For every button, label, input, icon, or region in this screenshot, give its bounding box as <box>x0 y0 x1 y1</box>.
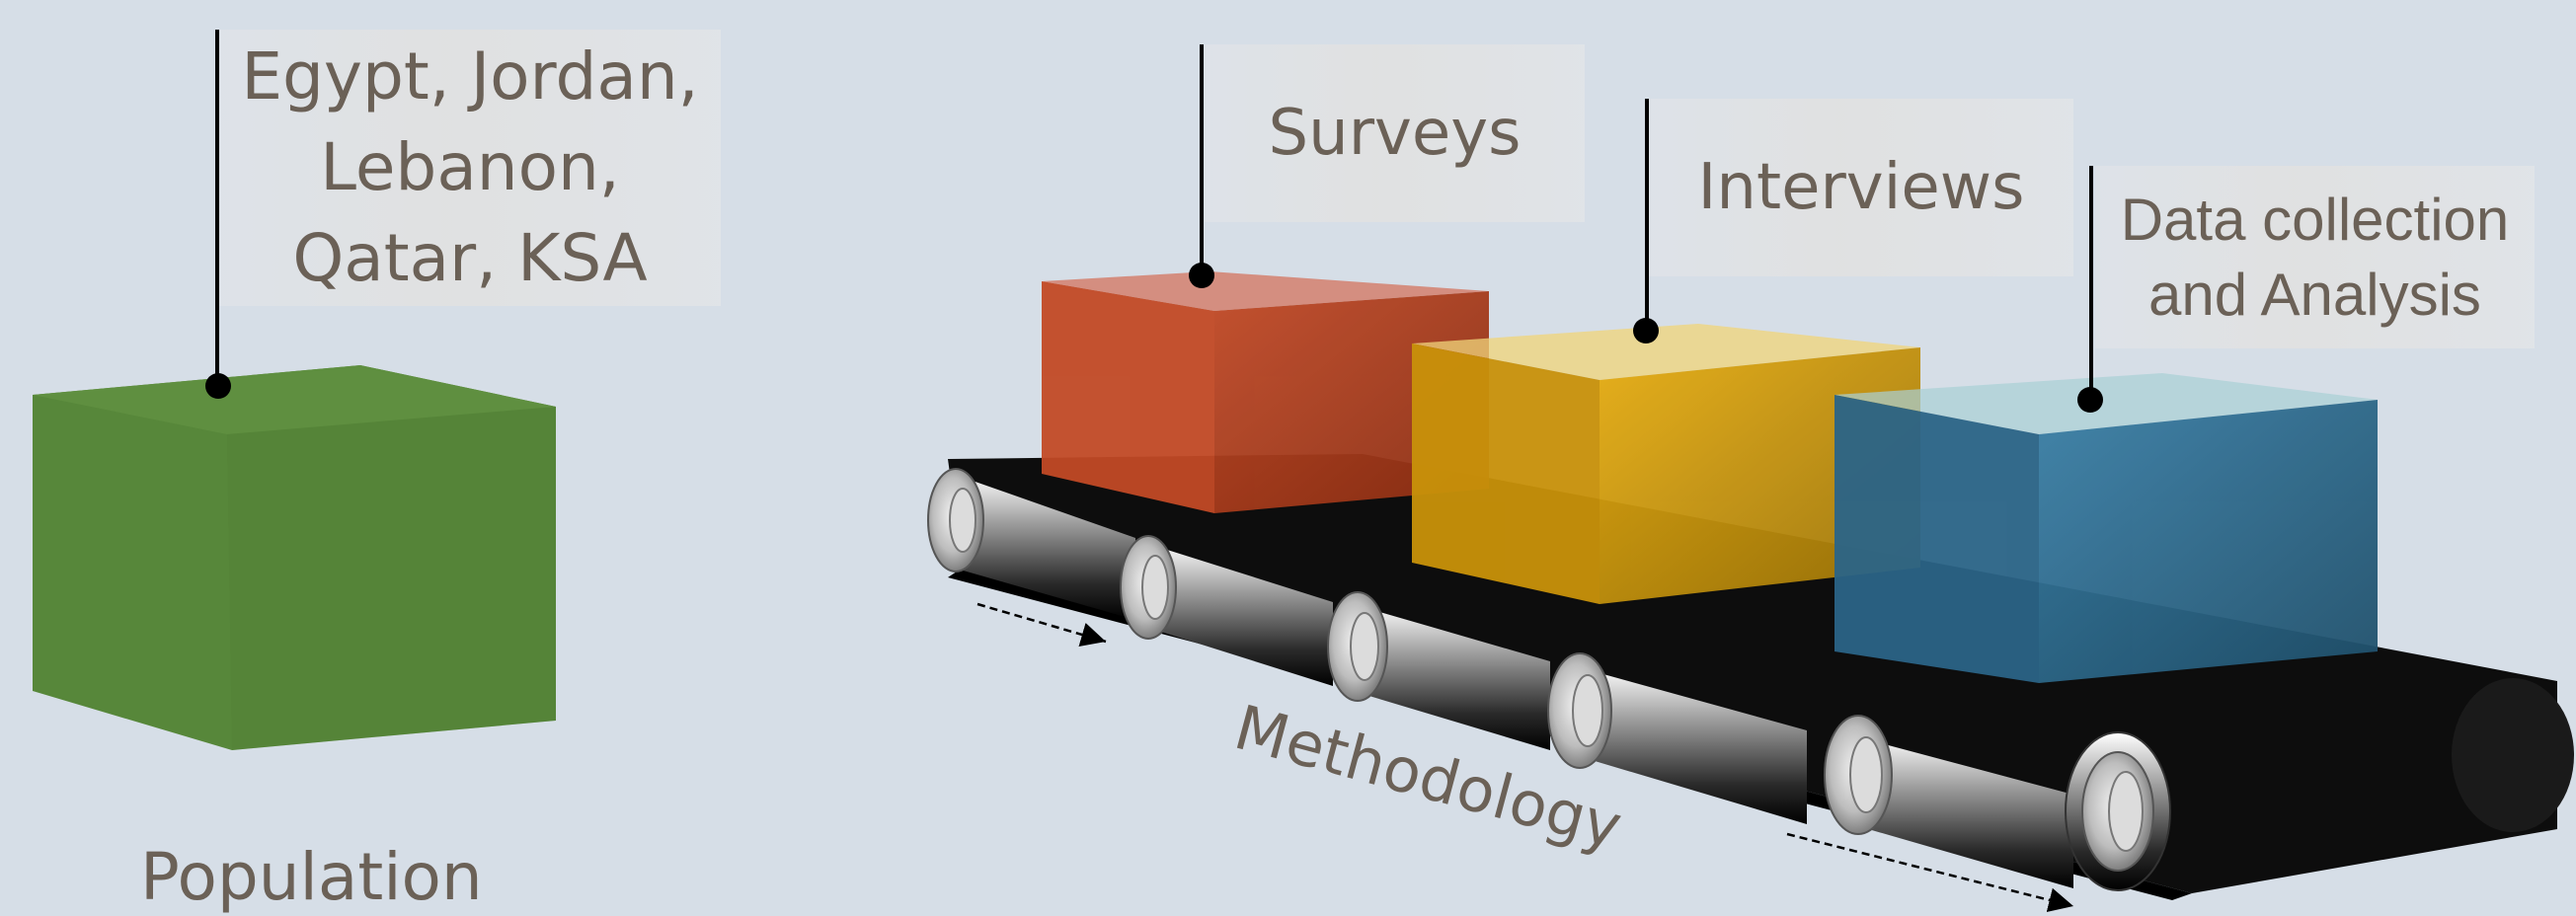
interviews-pin-line <box>1645 99 1649 328</box>
surveys-pin-line <box>1200 44 1204 273</box>
direction-arrow <box>1786 832 2074 913</box>
analysis-box <box>1834 373 2378 683</box>
countries-label: Egypt, Jordan, Lebanon, Qatar, KSA <box>219 30 721 306</box>
surveys-label: Surveys <box>1205 44 1585 222</box>
direction-arrow <box>976 602 1107 647</box>
interviews-pin-dot <box>1633 318 1659 344</box>
interviews-label: Interviews <box>1649 99 2073 276</box>
roller <box>1327 591 1550 750</box>
countries-line: Egypt, Jordan, <box>241 38 699 114</box>
countries-line: Lebanon, <box>320 129 620 205</box>
surveys-pin-dot <box>1189 263 1214 288</box>
population-box <box>33 365 556 750</box>
population-caption: Population <box>140 839 483 915</box>
roller <box>2065 731 2171 891</box>
countries-pin-dot <box>205 373 231 399</box>
roller <box>1824 715 2073 888</box>
countries-line: Qatar, KSA <box>292 220 648 296</box>
analysis-pin-line <box>2089 166 2093 398</box>
roller <box>927 468 1135 620</box>
analysis-pin-dot <box>2077 387 2103 413</box>
analysis-label: Data collection and Analysis <box>2095 166 2535 348</box>
roller <box>1547 652 1807 824</box>
roller <box>1120 535 1333 686</box>
countries-pin-line <box>215 30 219 387</box>
